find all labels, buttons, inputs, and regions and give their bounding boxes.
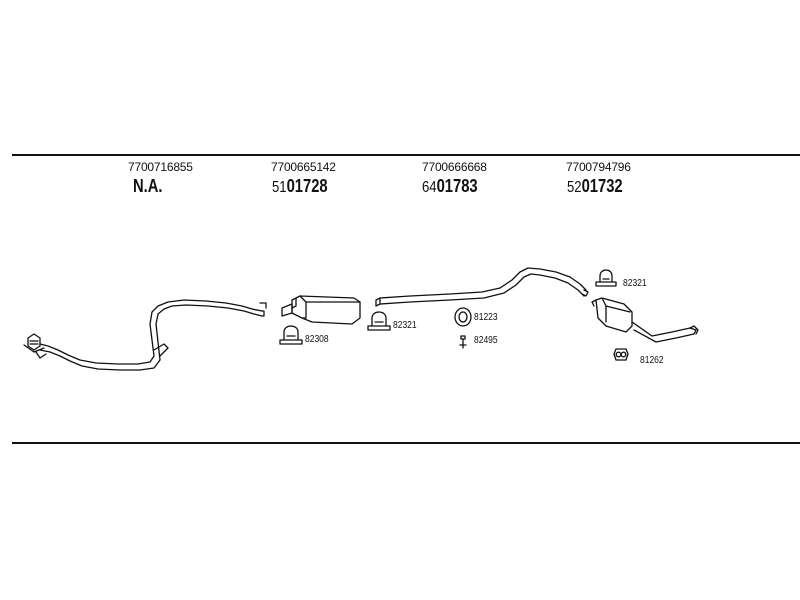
rubber-ring-icon <box>454 307 472 327</box>
rubber-mount-icon <box>613 348 629 361</box>
reference-3-prefix: 64 <box>422 179 437 196</box>
reference-2: 5101728 <box>272 176 328 197</box>
clamp-icon <box>279 325 303 345</box>
rear-silencer <box>591 297 699 343</box>
intermediate-pipe <box>375 267 589 307</box>
reference-3-main: 01783 <box>436 176 478 196</box>
middle-muffler <box>281 295 361 325</box>
oem-number-4: 7700794796 <box>566 160 631 174</box>
reference-1-main: N.A. <box>133 176 163 196</box>
reference-1: N.A. <box>133 176 163 197</box>
part-label-81262: 81262 <box>640 355 664 366</box>
part-label-82495: 82495 <box>474 335 498 346</box>
bottom-rule <box>12 442 800 444</box>
reference-4-main: 01732 <box>581 176 623 196</box>
clamp-icon <box>367 311 391 331</box>
front-pipe <box>23 299 267 371</box>
reference-2-main: 01728 <box>286 176 328 196</box>
reference-4: 5201732 <box>567 176 623 197</box>
reference-4-prefix: 52 <box>567 179 582 196</box>
reference-3: 6401783 <box>422 176 478 197</box>
hanger-icon <box>459 335 467 349</box>
top-rule <box>12 154 800 156</box>
oem-number-2: 7700665142 <box>271 160 336 174</box>
oem-number-1: 7700716855 <box>128 160 193 174</box>
oem-number-3: 7700666668 <box>422 160 487 174</box>
part-label-82308: 82308 <box>305 334 329 345</box>
reference-2-prefix: 51 <box>272 179 287 196</box>
clamp-icon <box>595 269 617 287</box>
part-label-81223: 81223 <box>474 312 498 323</box>
part-label-82321-rear: 82321 <box>623 278 647 289</box>
part-label-82321: 82321 <box>393 320 417 331</box>
